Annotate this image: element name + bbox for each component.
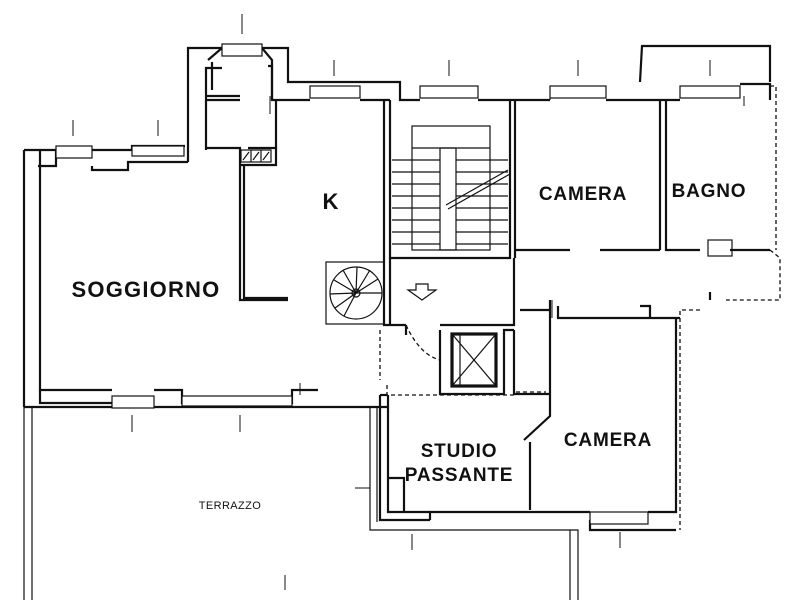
stairwell-window — [419, 60, 479, 99]
soggiorno-windows — [55, 120, 301, 432]
spiral-stair-icon — [325, 261, 385, 325]
entrance-arrow-icon — [406, 283, 438, 301]
stove-icon — [240, 149, 272, 163]
camera-top-windows — [549, 60, 745, 106]
camera-bottom-window — [411, 300, 649, 550]
stairwell-walls — [380, 80, 516, 396]
room-label-studio: STUDIO — [421, 441, 498, 462]
bagno-fixture — [707, 239, 733, 257]
room-label-terrazzo: TERRAZZO — [199, 500, 262, 512]
camera-top-walls — [510, 44, 781, 530]
entrance-door — [405, 324, 441, 362]
room-label-passante: PASSANTE — [405, 465, 513, 486]
staircase-icon — [392, 125, 511, 251]
room-label-bagno: BAGNO — [672, 181, 747, 202]
kitchen-walls — [186, 46, 406, 327]
room-label-camera-top: CAMERA — [539, 184, 627, 205]
elevator-icon — [450, 332, 498, 388]
kitchen-windows — [221, 14, 361, 114]
camera-bottom-walls — [378, 300, 680, 532]
room-label-kitchen: K — [322, 189, 339, 214]
room-label-camera-bottom: CAMERA — [564, 430, 652, 451]
terrazzo-outline — [23, 407, 579, 600]
room-label-soggiorno: SOGGIORNO — [72, 277, 221, 302]
